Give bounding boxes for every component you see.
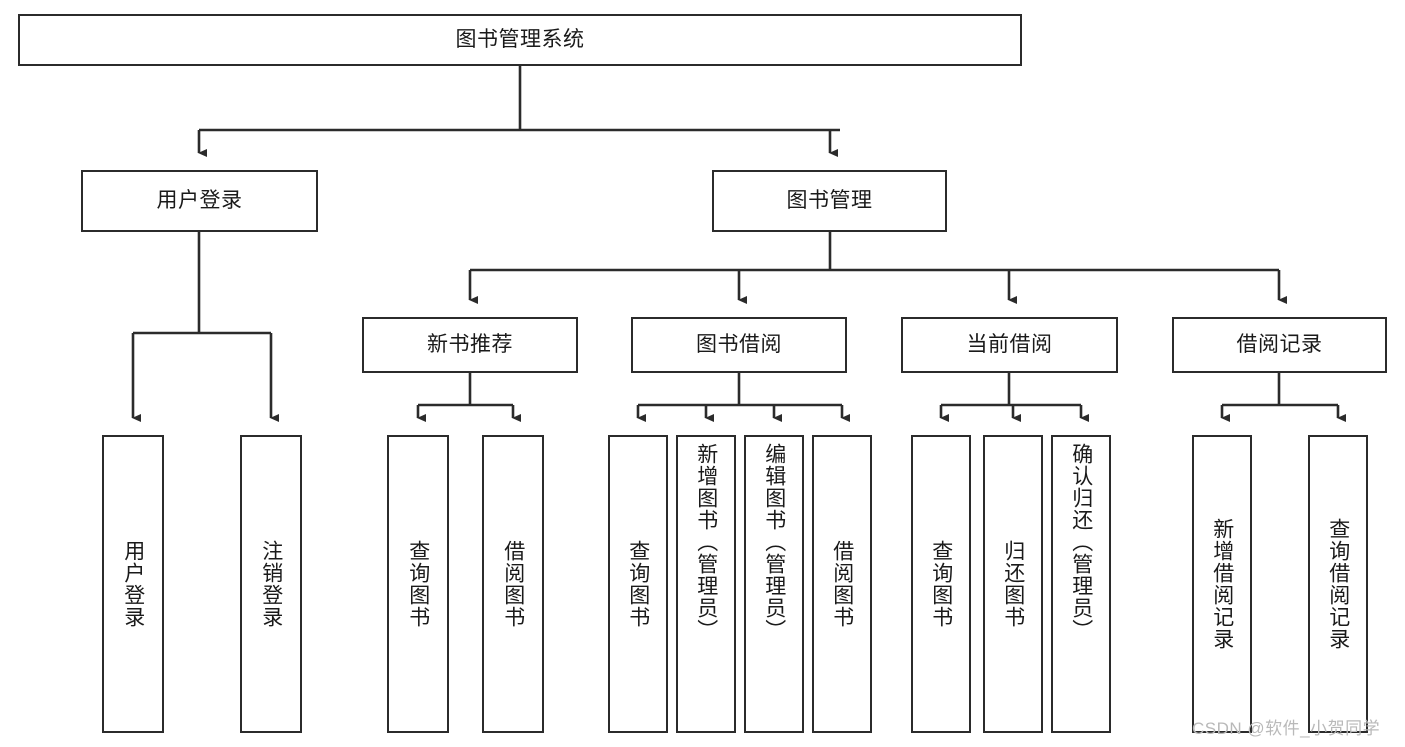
node-leaf-query-book-2[interactable]: 查询图书: [608, 435, 668, 733]
node-current-borrow-label: 当前借阅: [966, 333, 1053, 357]
node-leaf-borrow-book-2-label: 借阅图书: [830, 540, 854, 628]
node-leaf-add-record[interactable]: 新增借阅记录: [1192, 435, 1252, 733]
node-root[interactable]: 图书管理系统: [18, 14, 1022, 66]
node-leaf-confirm-return-label: 确认归还（管理员）: [1069, 443, 1093, 641]
node-book-manage[interactable]: 图书管理: [712, 170, 947, 232]
node-new-book-recommend-label: 新书推荐: [427, 333, 513, 357]
node-current-borrow[interactable]: 当前借阅: [901, 317, 1118, 373]
node-leaf-query-book-2-label: 查询图书: [626, 540, 650, 628]
node-leaf-borrow-book-2[interactable]: 借阅图书: [812, 435, 872, 733]
node-leaf-logout-label: 注销登录: [259, 540, 283, 628]
node-leaf-query-book-1[interactable]: 查询图书: [387, 435, 449, 733]
node-leaf-confirm-return[interactable]: 确认归还（管理员）: [1051, 435, 1111, 733]
node-leaf-user-login[interactable]: 用户登录: [102, 435, 164, 733]
node-leaf-add-book[interactable]: 新增图书（管理员）: [676, 435, 736, 733]
csdn-watermark: CSDN @软件_小贺同学: [1192, 719, 1381, 738]
node-book-borrow[interactable]: 图书借阅: [631, 317, 847, 373]
node-leaf-return-book[interactable]: 归还图书: [983, 435, 1043, 733]
node-user-login[interactable]: 用户登录: [81, 170, 318, 232]
node-leaf-user-login-label: 用户登录: [121, 540, 145, 628]
node-leaf-add-record-label: 新增借阅记录: [1210, 518, 1234, 650]
node-book-manage-label: 图书管理: [786, 189, 873, 213]
node-book-borrow-label: 图书借阅: [696, 333, 782, 357]
node-leaf-add-book-label: 新增图书（管理员）: [694, 443, 718, 641]
node-leaf-edit-book-label: 编辑图书（管理员）: [762, 443, 786, 641]
node-leaf-return-book-label: 归还图书: [1001, 540, 1025, 628]
node-leaf-borrow-book-1-label: 借阅图书: [501, 540, 525, 628]
node-leaf-edit-book[interactable]: 编辑图书（管理员）: [744, 435, 804, 733]
node-new-book-recommend[interactable]: 新书推荐: [362, 317, 578, 373]
node-user-login-label: 用户登录: [156, 189, 243, 213]
node-leaf-query-record-label: 查询借阅记录: [1326, 518, 1350, 650]
node-borrow-record-label: 借阅记录: [1236, 333, 1323, 357]
node-leaf-query-book-1-label: 查询图书: [406, 540, 430, 628]
node-leaf-borrow-book-1[interactable]: 借阅图书: [482, 435, 544, 733]
node-root-label: 图书管理系统: [455, 28, 585, 52]
node-leaf-query-book-3-label: 查询图书: [929, 540, 953, 628]
node-leaf-logout[interactable]: 注销登录: [240, 435, 302, 733]
node-borrow-record[interactable]: 借阅记录: [1172, 317, 1387, 373]
node-leaf-query-record[interactable]: 查询借阅记录: [1308, 435, 1368, 733]
node-leaf-query-book-3[interactable]: 查询图书: [911, 435, 971, 733]
